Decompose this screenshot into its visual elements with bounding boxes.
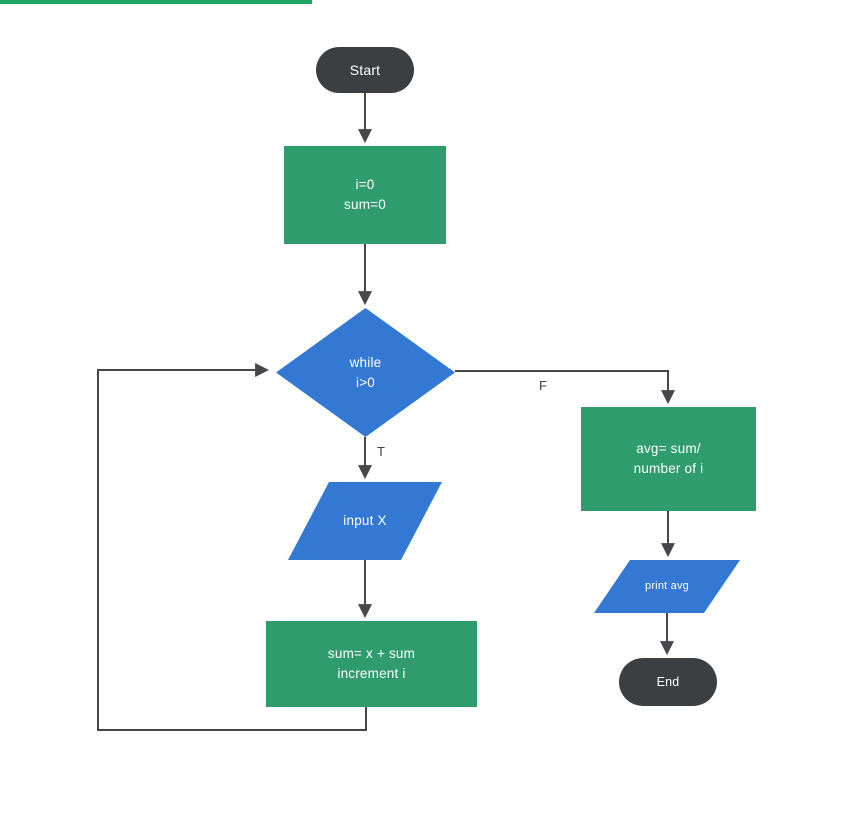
node-while-line1: while xyxy=(349,354,382,370)
node-avg-line2: number of i xyxy=(633,461,704,476)
top-progress-strip xyxy=(0,0,312,4)
node-while-line2: i>0 xyxy=(356,374,375,390)
edge-label-true: T xyxy=(377,444,385,459)
node-init-line2: sum=0 xyxy=(344,197,386,212)
flowchart-node-sum[interactable]: sum= x + sum increment i xyxy=(266,621,477,707)
flowchart-node-start[interactable]: Start xyxy=(316,47,414,93)
node-sum-line1: sum= x + sum xyxy=(327,646,416,662)
node-sum-line2: increment i xyxy=(337,666,406,681)
node-start-label: Start xyxy=(349,61,381,78)
node-end-label: End xyxy=(656,674,680,689)
edge-sum-loopback-to-while xyxy=(97,363,367,731)
edge-while-to-avg xyxy=(455,370,675,405)
flowchart-node-end[interactable]: End xyxy=(619,658,717,706)
node-avg-line1: avg= sum/ xyxy=(636,441,701,457)
node-input-label: input X xyxy=(343,513,387,529)
flowchart-node-init[interactable]: i=0 sum=0 xyxy=(284,146,446,244)
node-print-label: print avg xyxy=(645,579,689,592)
node-init-line1: i=0 xyxy=(355,177,375,193)
flowchart-node-avg[interactable]: avg= sum/ number of i xyxy=(581,407,756,511)
edge-label-false: F xyxy=(539,378,547,393)
